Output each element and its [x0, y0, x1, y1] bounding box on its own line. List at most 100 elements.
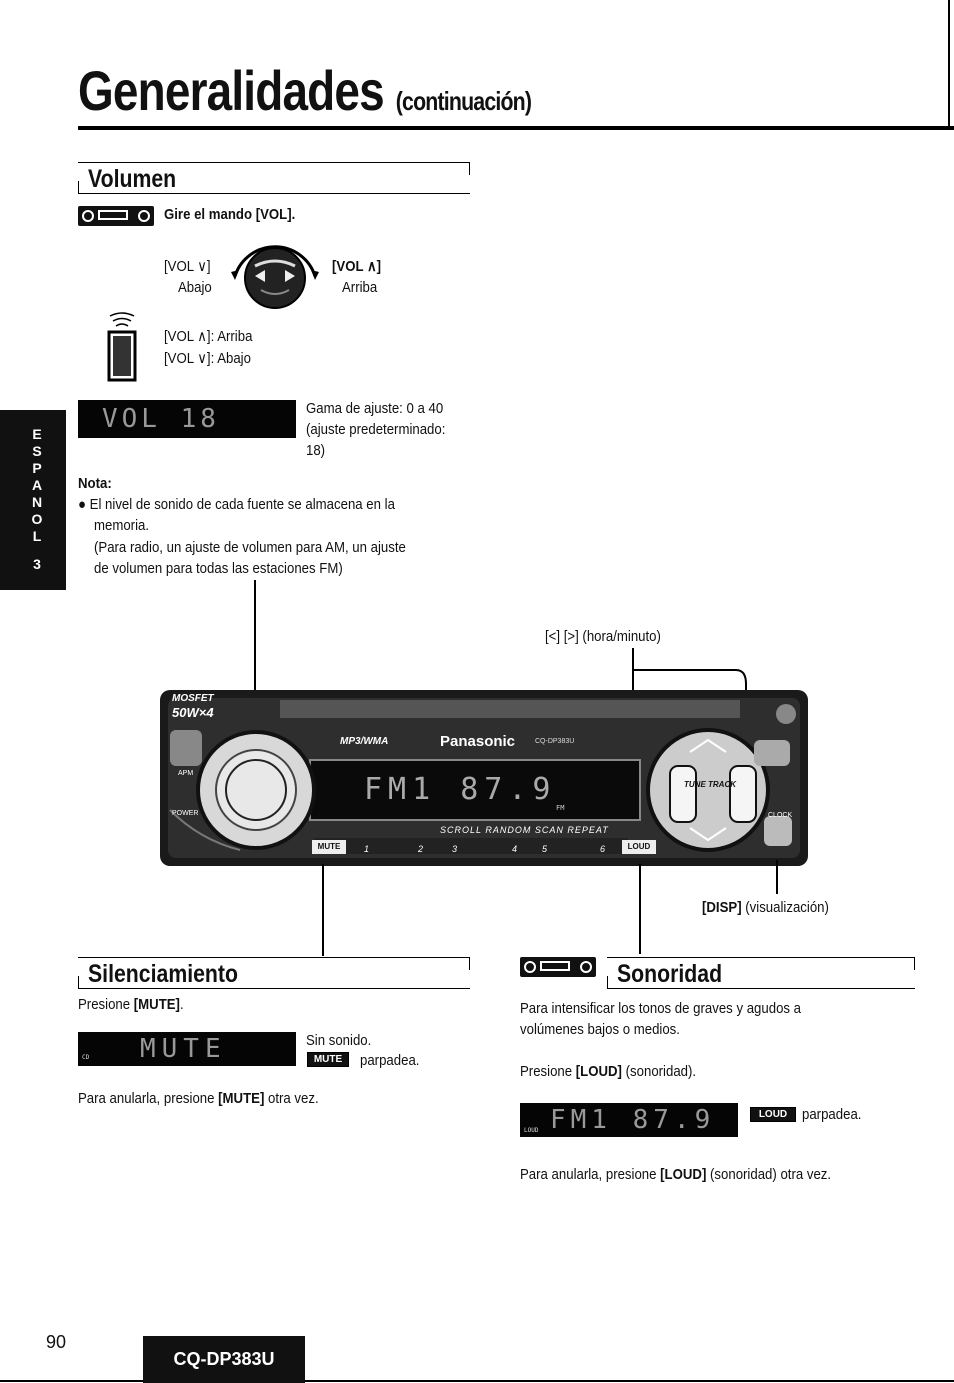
callout-disp: [DISP] (visualización) [702, 897, 829, 918]
unit-label-repeat: REPEAT [567, 825, 609, 835]
callout-line-mute [322, 864, 324, 956]
callout-line-loud [639, 864, 641, 954]
remote-line-1: [VOL ∧]: Arriba [164, 328, 253, 345]
unit-function-labels: SCROLL RANDOM SCAN REPEAT [440, 825, 620, 835]
loud-badge: LOUD [750, 1107, 796, 1122]
unit-power-label[interactable]: POWER [172, 810, 199, 817]
note-line-3: (Para radio, un ajuste de volumen para A… [94, 539, 406, 556]
sonoridad-heading: Sonoridad [617, 960, 723, 988]
language-letter: P [32, 460, 42, 476]
language-letter: O [31, 511, 43, 527]
unit-preset-5[interactable]: 5 [542, 844, 548, 854]
mute-badge: MUTE [307, 1052, 349, 1067]
silenciamiento-cancel-post: otra vez. [264, 1090, 319, 1107]
unit-lcd: FM1 87.9 FM [318, 768, 564, 814]
silenciamiento-cancel: Para anularla, presione [MUTE] otra vez. [78, 1088, 319, 1109]
knob-left-sub: Abajo [178, 279, 212, 296]
volumen-instruction: Gire el mando [VOL]. [164, 206, 296, 223]
unit-mosfet-label: MOSFET [172, 693, 214, 704]
note-line-1: ● El nivel de sonido de cada fuente se a… [78, 496, 395, 513]
sonoridad-cancel: Para anularla, presione [LOUD] (sonorida… [520, 1164, 831, 1185]
footer-model-box: CQ-DP383U [143, 1336, 305, 1383]
sonoridad-cancel-pre: Para anularla, presione [520, 1166, 661, 1183]
unit-tune-track-label: TUNE TRACK [684, 780, 736, 789]
page-title-sub: (continuación) [395, 86, 532, 116]
unit-label-scan: SCAN [534, 825, 564, 835]
unit-preset-4[interactable]: 4 [512, 844, 518, 854]
range-line-2: (ajuste predeterminado: [306, 421, 446, 438]
silenciamiento-press: Presione [MUTE]. [78, 994, 184, 1015]
unit-label-scroll: SCROLL [440, 825, 482, 835]
mute-lcd-tag: CD [82, 1054, 90, 1061]
unit-model-small: CQ-DP383U [535, 738, 575, 745]
remote-control-icon [107, 312, 137, 382]
sonoridad-heading-box: Sonoridad [607, 957, 915, 989]
unit-lcd-sub: FM [556, 804, 565, 812]
head-unit-illustration [160, 690, 808, 866]
language-letter: L [32, 528, 42, 544]
loud-lcd-display: LOUD FM1 87.9 [520, 1103, 738, 1137]
volume-knob-icon [231, 245, 319, 309]
sin-sonido: Sin sonido. [306, 1032, 372, 1049]
silenciamiento-heading: Silenciamiento [88, 960, 238, 988]
mute-lcd-text: MUTE [140, 1034, 227, 1064]
silenciamiento-press-pre: Presione [78, 996, 134, 1013]
unit-preset-6[interactable]: 6 [600, 844, 606, 854]
knob-left-label: [VOL ∨] [164, 258, 211, 275]
unit-mp3-label: MP3/WMA [340, 736, 389, 747]
unit-preset-3[interactable]: 3 [452, 844, 458, 854]
unit-clock-label[interactable]: CLOCK [768, 812, 793, 819]
volumen-heading: Volumen [88, 165, 177, 193]
unit-lcd-text: FM1 87.9 [364, 772, 557, 807]
loud-lcd-text: FM1 87.9 [550, 1105, 716, 1135]
note-line-4: de volumen para todas las estaciones FM) [94, 560, 343, 577]
language-letter: N [31, 494, 43, 510]
sonoridad-press-pre: Presione [520, 1063, 576, 1080]
note-label: Nota: [78, 475, 112, 492]
language-tab: E S P A N O L 3 [0, 410, 66, 590]
volume-lcd-text: VOL 18 [102, 404, 220, 434]
sonoridad-press-post: (sonoridad). [621, 1063, 697, 1080]
loud-lcd-tag: LOUD [524, 1127, 539, 1134]
page-title: Generalidades (continuación) [78, 58, 532, 123]
footer-model: CQ-DP383U [173, 1349, 275, 1369]
silenciamiento-press-key: [MUTE] [133, 996, 180, 1013]
sonoridad-cancel-post: (sonoridad) otra vez. [706, 1166, 832, 1183]
volume-lcd-display: VOL 18 [78, 400, 296, 438]
mute-lcd-display: CD MUTE [78, 1032, 296, 1066]
unit-apm-label[interactable]: APM [178, 770, 194, 777]
sonoridad-desc-1: Para intensificar los tonos de graves y … [520, 1000, 802, 1017]
silenciamiento-cancel-pre: Para anularla, presione [78, 1090, 219, 1107]
mute-parpadea: parpadea. [360, 1052, 420, 1069]
callout-line-volume [254, 580, 256, 770]
silenciamiento-cancel-key: [MUTE] [218, 1090, 265, 1107]
unit-loud-button[interactable]: LOUD [627, 842, 651, 851]
loud-parpadea: parpadea. [802, 1106, 862, 1123]
callout-disp-desc: (visualización) [745, 899, 829, 916]
language-letter: A [31, 477, 43, 493]
chapter-number: 3 [33, 556, 41, 572]
footer-rule [0, 1380, 954, 1382]
volumen-heading-box: Volumen [78, 162, 470, 194]
head-unit-icon-2 [520, 957, 596, 977]
callout-hour-minute: [<] [>] (hora/minuto) [545, 628, 661, 645]
language-letter: E [32, 426, 42, 442]
range-line-1: Gama de ajuste: 0 a 40 [306, 400, 444, 417]
knob-right-label: [VOL ∧] [332, 258, 382, 275]
language-letter: S [32, 443, 42, 459]
unit-preset-1[interactable]: 1 [364, 844, 370, 854]
sonoridad-press-key: [LOUD] [575, 1063, 622, 1080]
remote-line-2: [VOL ∨]: Abajo [164, 350, 251, 367]
unit-preset-2[interactable]: 2 [418, 844, 424, 854]
header-rule [78, 126, 954, 130]
unit-mute-button[interactable]: MUTE [317, 842, 341, 851]
head-unit-icon [78, 206, 154, 226]
knob-right-sub: Arriba [342, 279, 378, 296]
silenciamiento-press-post: . [179, 996, 184, 1013]
header-right-bar [948, 0, 950, 130]
callout-line-disp [776, 860, 778, 894]
sonoridad-press: Presione [LOUD] (sonoridad). [520, 1061, 696, 1082]
unit-brand: Panasonic [440, 733, 516, 750]
silenciamiento-heading-box: Silenciamiento [78, 957, 470, 989]
callout-disp-key: [DISP] [702, 899, 742, 916]
